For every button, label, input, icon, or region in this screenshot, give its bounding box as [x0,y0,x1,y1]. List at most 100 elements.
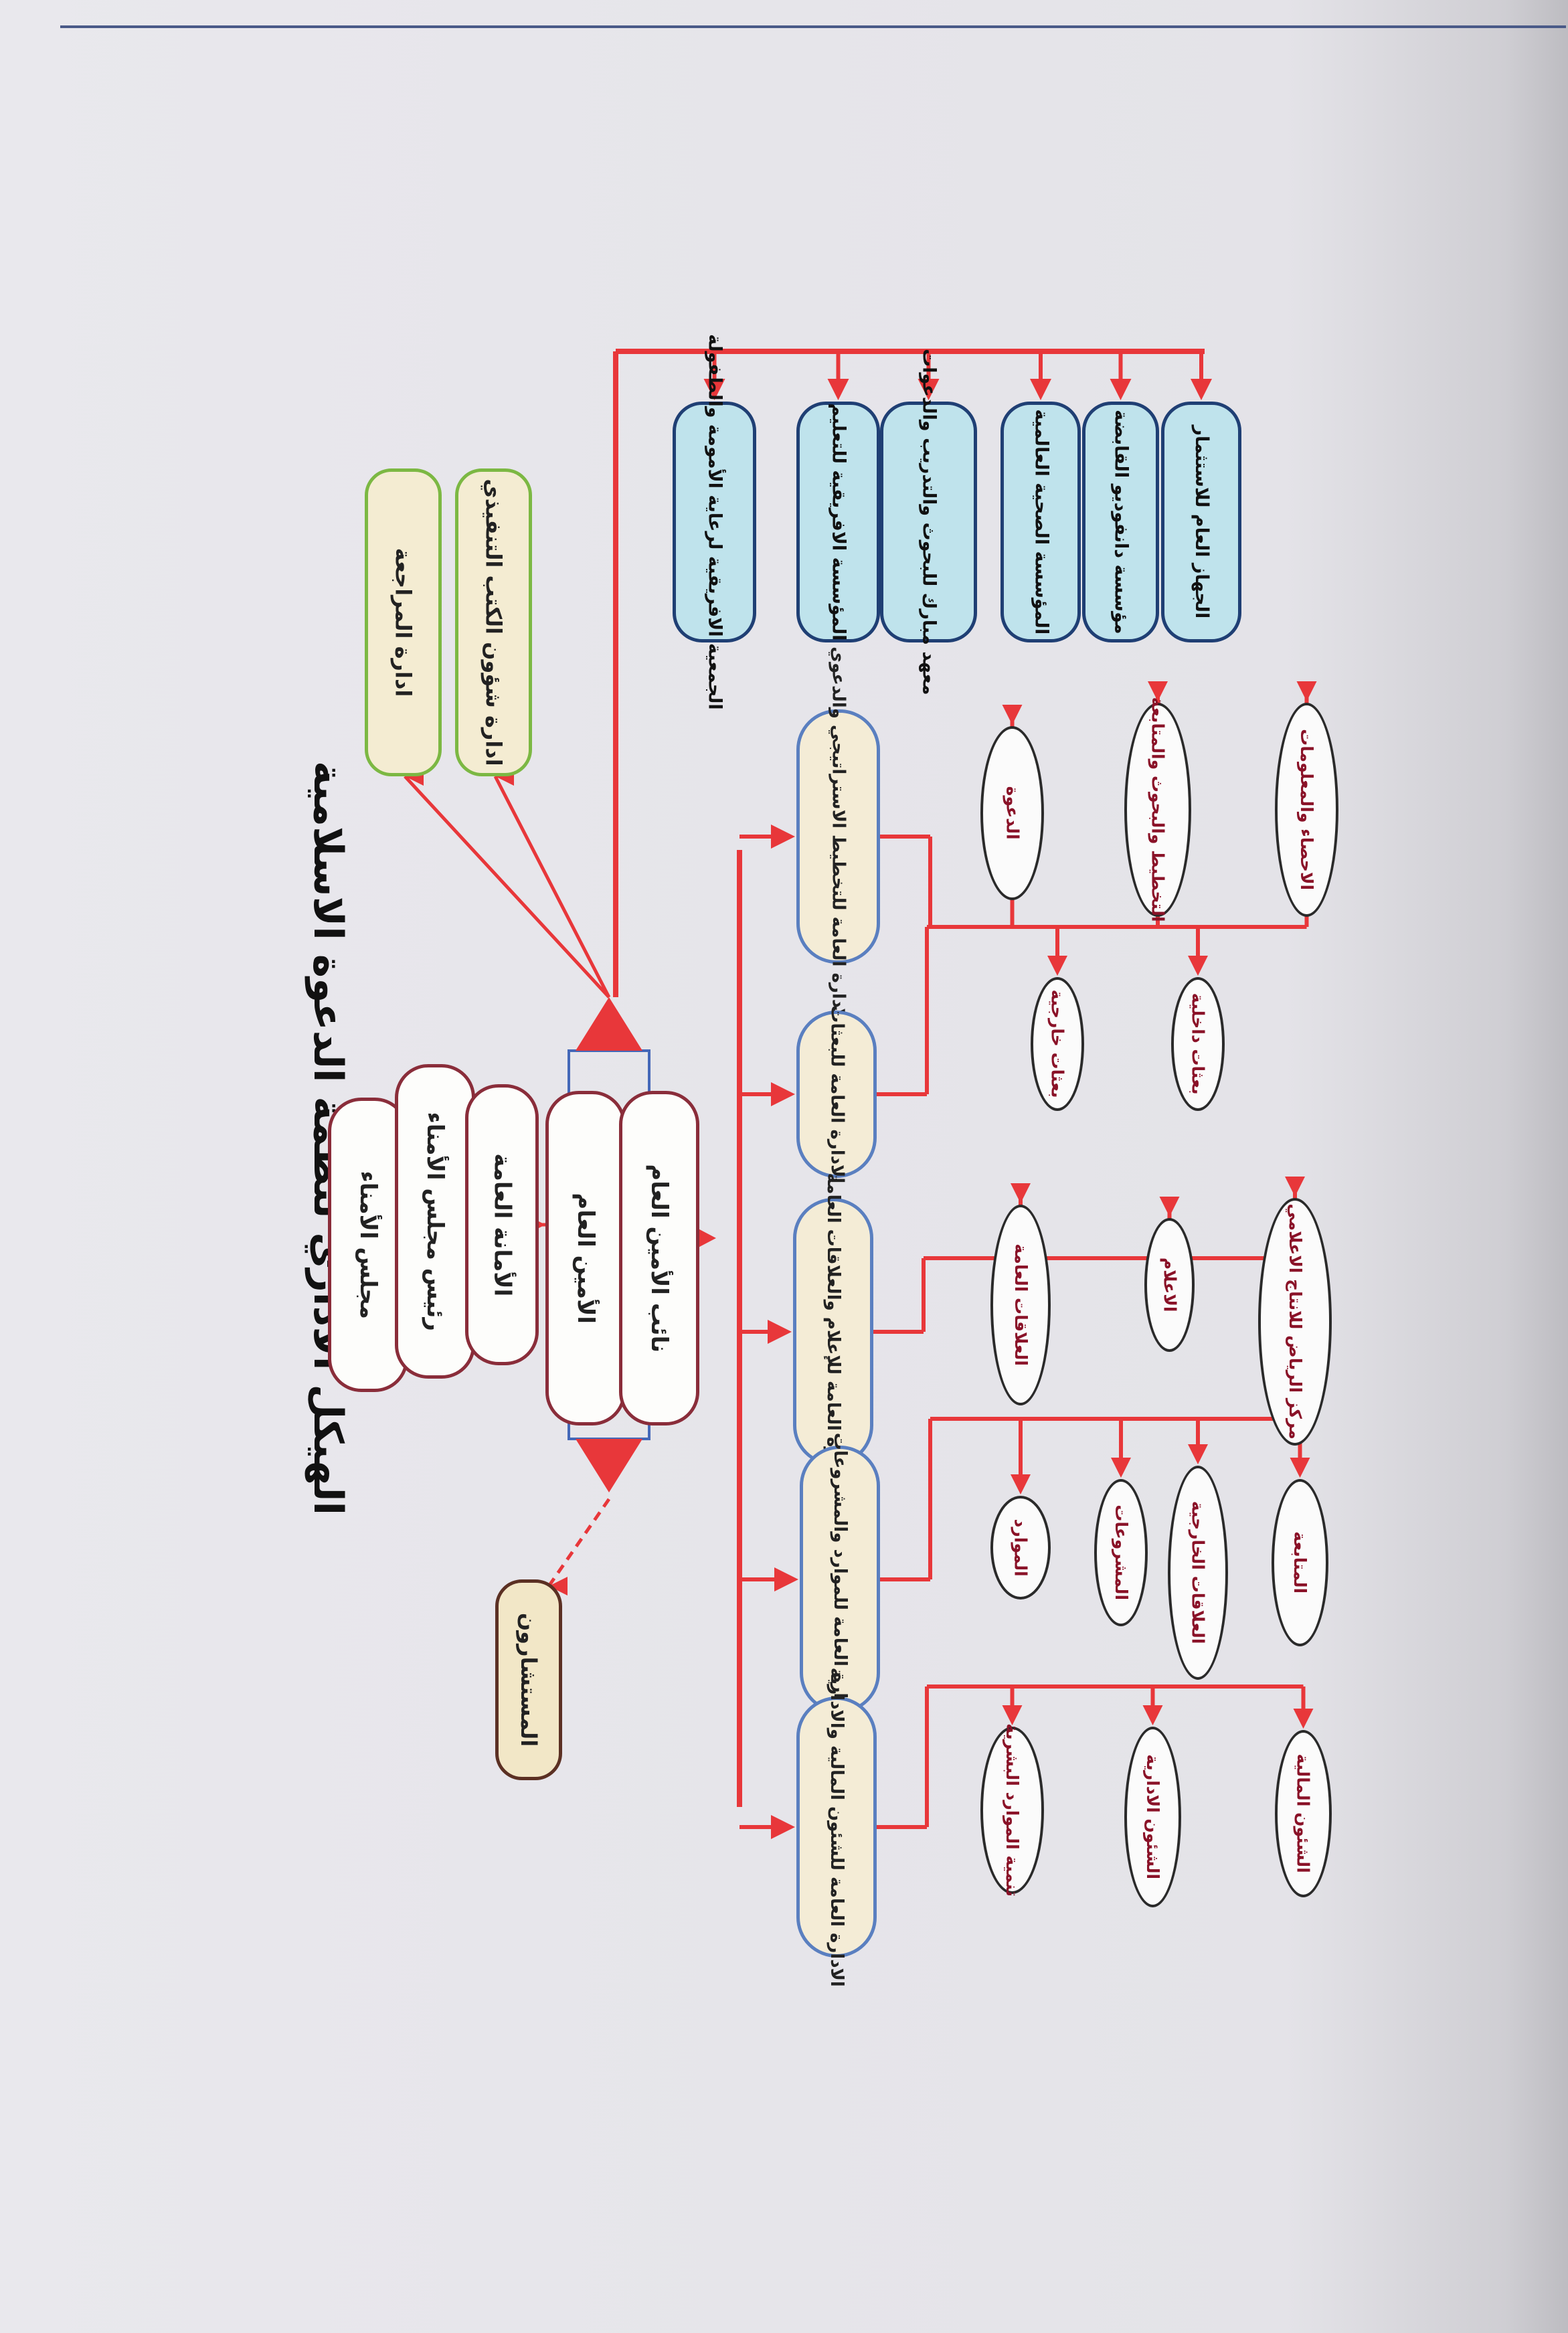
unit-3-2-label: الاعلام [1160,1258,1180,1312]
unit-arrow-3-1 [1011,1183,1031,1203]
institution-arrow-4 [1030,379,1051,400]
institution-5-label: مؤسسة دانفوديو القابضة [1110,410,1132,634]
staff-link-2 [493,775,611,999]
department-3[interactable]: الادارة العامة للإعلام والعلاقات العامة [793,1173,873,1491]
down-big-arrow [576,1439,642,1492]
department-2-label: الادارة العامة للبعثات [826,1005,847,1184]
unit-5-2[interactable]: الشئون الادارية [1124,1727,1181,1907]
unit-3-2[interactable]: الاعلام [1144,1218,1195,1352]
leadership-box-3[interactable]: الأمانة العامة [465,1084,539,1365]
staff-link-1 [404,775,610,999]
unit-1-1-label: الدعوة [1003,786,1023,840]
department-arrow-3 [768,1320,792,1344]
institution-4[interactable]: المؤسسة الصحية العالمية [1000,402,1081,642]
unit-arrow-3-2 [1159,1197,1180,1217]
leadership-box-2-label: رئيس مجلس الأمناء [422,1112,449,1331]
department-1[interactable]: الادارة العامة للتخطيط الاستراتيجي والدع… [796,646,880,1027]
unit-arrow-5-2 [1142,1705,1163,1725]
unit-3-1[interactable]: العلاقات العامة [990,1205,1051,1405]
unit-arrow-4-4 [1290,1458,1310,1478]
institution-5[interactable]: مؤسسة دانفوديو القابضة [1082,402,1159,642]
institution-6[interactable]: الجهاز العام للاستثمار [1161,402,1241,642]
institution-1-label: الجمعية الافريقية لرعاية الأمومة والطفول… [704,334,725,710]
department-arrow-4 [774,1567,798,1591]
leadership-box-4-label: الأمين العام [572,1193,600,1324]
institution-4-label: المؤسسة الصحية العالمية [1030,409,1051,635]
unit-3-3-label: مركز الرياض للانتاج الاعلامي [1285,1203,1305,1440]
unit-4-2[interactable]: المشروعات [1094,1479,1148,1626]
unit-1-1[interactable]: الدعوة [980,726,1044,900]
unit-4-4-label: المتابعة [1290,1531,1310,1594]
staff-office-1[interactable]: ادارة المراجعة [365,468,442,776]
unit-5-3-label: الشئون المالية [1294,1753,1314,1874]
institution-arrow-6 [1191,379,1212,400]
leadership-box-3-label: الأمانة العامة [489,1152,516,1297]
department-arrow-2 [771,1082,795,1106]
unit-2-2[interactable]: بعثات داخلية [1171,977,1225,1111]
institution-2-label: المؤسسة الافريقية للتعليم [828,403,849,641]
unit-4-1[interactable]: الموارد [990,1496,1051,1600]
scan-edge-line [60,25,1566,28]
unit-2-1[interactable]: بعثات خارجية [1031,977,1084,1111]
institution-3[interactable]: معهد مبارك للبحوث والتدريب والدعوات [880,349,977,695]
unit-arrow-5-1 [1002,1705,1023,1725]
advisor-arrow [549,1577,568,1595]
unit-4-3[interactable]: العلاقات الخارجية [1168,1466,1228,1680]
unit-5-1[interactable]: تنمية الموارد البشرية [980,1723,1044,1897]
advisors-box-label: المستشارون [516,1612,542,1747]
department-arrow-1 [771,825,795,849]
institution-3-label: معهد مبارك للبحوث والتدريب والدعوات [918,349,940,695]
unit-arrow-5-3 [1293,1709,1314,1729]
unit-4-3-label: العلاقات الخارجية [1188,1501,1208,1644]
unit-2-2-label: بعثات داخلية [1188,993,1208,1095]
unit-2-1-label: بعثات خارجية [1047,989,1067,1099]
leadership-box-2[interactable]: رئيس مجلس الأمناء [395,1064,475,1379]
unit-arrow-4-3 [1188,1444,1208,1464]
unit-3-3[interactable]: مركز الرياض للانتاج الاعلامي [1258,1198,1332,1446]
unit-arrow-2-2 [1188,956,1208,976]
staff-office-2[interactable]: ادارة شؤون الكتب التنفيذي [455,468,532,776]
department-5[interactable]: الادارة العامة للشئون المالية والادارية [796,1667,877,1987]
staff-office-2-label: ادارة شؤون الكتب التنفيذي [481,479,507,766]
unit-1-2[interactable]: التخطيط والبحوث والمتابعة [1124,697,1191,922]
unit-arrow-4-2 [1111,1458,1131,1478]
institution-arrow-5 [1110,379,1132,400]
institution-6-label: الجهاز العام للاستثمار [1191,425,1212,619]
department-arrow-5 [771,1815,795,1839]
department-5-label: الادارة العامة للشئون المالية والادارية [826,1667,847,1987]
leadership-box-5[interactable]: نائب الأمين العام [619,1091,699,1425]
institution-arrow-2 [827,379,849,400]
unit-arrow-1-2 [1148,681,1168,701]
unit-5-1-label: تنمية الموارد البشرية [1003,1723,1023,1897]
unit-4-1-label: الموارد [1011,1519,1031,1577]
staff-office-1-label: ادارة المراجعة [390,547,416,697]
leadership-box-5-label: نائب الأمين العام [646,1164,673,1353]
unit-arrow-4-1 [1011,1474,1031,1494]
advisors-box[interactable]: المستشارون [495,1579,562,1780]
unit-arrow-1-1 [1002,705,1023,725]
department-4[interactable]: الادارة العامة للموارد والمشروعات [800,1432,880,1727]
leadership-box-4[interactable]: الأمين العام [545,1091,626,1425]
unit-1-3[interactable]: الاحصاء والمعلومات [1275,703,1338,917]
up-big-arrow [576,997,642,1051]
department-1-label: الادارة العامة للتخطيط الاستراتيجي والدع… [828,646,849,1027]
advisor-link [547,1498,611,1587]
institution-arrow-1 [703,379,725,400]
unit-4-4[interactable]: المتابعة [1272,1479,1328,1646]
institution-2[interactable]: المؤسسة الافريقية للتعليم [796,402,880,642]
unit-4-2-label: المشروعات [1111,1504,1131,1601]
unit-3-1-label: العلاقات العامة [1011,1243,1031,1367]
institution-1[interactable]: الجمعية الافريقية لرعاية الأمومة والطفول… [673,334,756,710]
unit-arrow-1-3 [1296,681,1317,701]
unit-5-3[interactable]: الشئون المالية [1275,1730,1332,1897]
institution-arrow-3 [918,379,940,400]
unit-arrow-2-1 [1047,956,1067,976]
unit-arrow-3-3 [1285,1177,1305,1197]
leadership-box-1-label: مجلس الأمناء [355,1171,382,1319]
unit-5-2-label: الشئون الادارية [1143,1754,1163,1880]
unit-1-2-label: التخطيط والبحوث والمتابعة [1148,697,1168,922]
unit-1-3-label: الاحصاء والمعلومات [1297,729,1317,891]
department-2[interactable]: الادارة العامة للبعثات [796,1005,877,1183]
